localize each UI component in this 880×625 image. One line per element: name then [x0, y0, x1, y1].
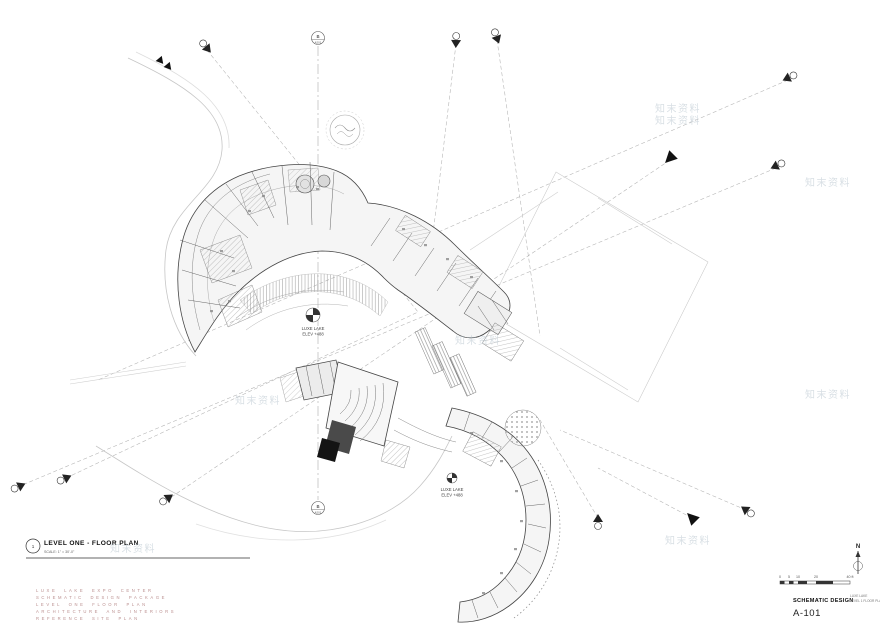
title-block: SCHEMATIC DESIGN LUXE LAKE LEVEL 1 FLOOR… [793, 594, 880, 619]
plaza-circle [504, 409, 542, 447]
watermark-text: 知末资料 [235, 394, 281, 407]
datum-label-line1: LUXE LAKE [441, 487, 464, 492]
legend-row: SCHEMATIC DESIGN PACKAGE [36, 595, 167, 600]
watermark-text: 知末资料 [655, 114, 701, 127]
wing-rooms [395, 215, 484, 289]
round-rooms [295, 174, 331, 194]
section-marker [199, 39, 211, 53]
lower-crescent-building [445, 407, 561, 623]
grid-bubble-bottom: B A201 [311, 501, 325, 515]
section-marker [770, 159, 786, 170]
view-title: LEVEL ONE - FLOOR PLAN [44, 540, 139, 547]
viewport-title-block: 1 LEVEL ONE - FLOOR PLAN SCALE: 1" = 30'… [25, 538, 250, 559]
watermark-text: 知末资料 [805, 176, 851, 189]
hatched-rooms [199, 167, 321, 328]
legend-row: ARCHITECTURE AND INTERIORS [36, 609, 176, 614]
section-arrow [155, 55, 164, 64]
section-marker [741, 506, 755, 518]
phase-label: SCHEMATIC DESIGN [793, 598, 854, 604]
section-marker [10, 482, 26, 493]
legend-row: LEVEL ONE FLOOR PLAN [36, 602, 148, 607]
watermark-text: 知末资料 [455, 334, 501, 347]
auditorium [279, 359, 457, 469]
scale-tick: 20 [814, 575, 818, 579]
section-marker [451, 32, 462, 48]
section-arrow [665, 150, 678, 163]
scale-tick: 40 ft [847, 575, 854, 579]
project-line1: LUXE LAKE [850, 594, 867, 598]
datum-label-line1: LUXE LAKE [302, 326, 325, 331]
section-marker [159, 494, 173, 506]
section-marker [593, 514, 603, 530]
fly-tower-block [317, 438, 340, 462]
sheet-number: A-101 [793, 608, 821, 619]
seating-rows [339, 382, 384, 442]
upper-building-outline [177, 164, 511, 353]
section-marker [782, 71, 798, 82]
section-arrow [687, 513, 700, 526]
datum-marker-2: LUXE LAKE ELEV +488 [441, 472, 464, 498]
site-roads [69, 51, 453, 541]
legend-row: LUXE LAKE EXPO CENTER [36, 588, 154, 593]
watermark-text: 知末资料 [665, 534, 711, 547]
reference-lines [19, 39, 789, 519]
section-marker [491, 28, 502, 44]
legend-rows: LUXE LAKE EXPO CENTER SCHEMATIC DESIGN P… [36, 588, 176, 621]
watermark-text: 知末资料 [655, 102, 701, 115]
view-scale-note: SCALE: 1" = 30'-0" [44, 550, 75, 554]
project-line2: LEVEL 1 FLOOR PLAN [850, 599, 880, 603]
mid-cluster [414, 291, 525, 397]
grid-bubble-letter: B [316, 34, 319, 39]
upper-crescent-building [177, 161, 511, 353]
courtyard-promenade [235, 273, 389, 331]
grid-bubble-sheet: A201 [315, 511, 322, 515]
watermark-text: 知末资料 [110, 542, 156, 555]
datum-label-line2: ELEV +488 [441, 493, 463, 498]
viewport-number: 1 [32, 544, 35, 549]
scale-tick: 10 [796, 575, 800, 579]
section-marker [56, 474, 72, 485]
section-markers [10, 28, 798, 530]
datum-label-line2: ELEV +488 [302, 332, 324, 337]
section-arrow [163, 61, 172, 70]
site-boundary [469, 171, 709, 403]
landscape-pond [325, 110, 365, 150]
partition-lines [179, 161, 497, 320]
grid-bubble-sheet: A201 [315, 41, 322, 45]
watermark-text: 知末资料 [805, 388, 851, 401]
datum-marker-1: LUXE LAKE ELEV +488 [302, 307, 325, 337]
grid-bubble-letter: B [316, 504, 319, 509]
north-arrow: N [853, 544, 863, 574]
scale-tick: 5 [788, 575, 790, 579]
colonnade-arc [513, 459, 561, 619]
watermarks: 知末资料 知末资料 知末资料 知末资料 知末资料 知末资料 知末资料 知末资料 [110, 102, 851, 555]
grid-bubble-top: B A201 [311, 31, 325, 45]
grid-line-b: B A201 B A201 [311, 31, 325, 515]
scale-tick: 0 [779, 575, 781, 579]
scale-bar: 0 5 10 20 40 ft [779, 575, 854, 585]
north-label: N [856, 544, 860, 550]
legend-row: REFERENCE SITE PLAN [36, 616, 140, 621]
room-fixtures [210, 186, 523, 595]
